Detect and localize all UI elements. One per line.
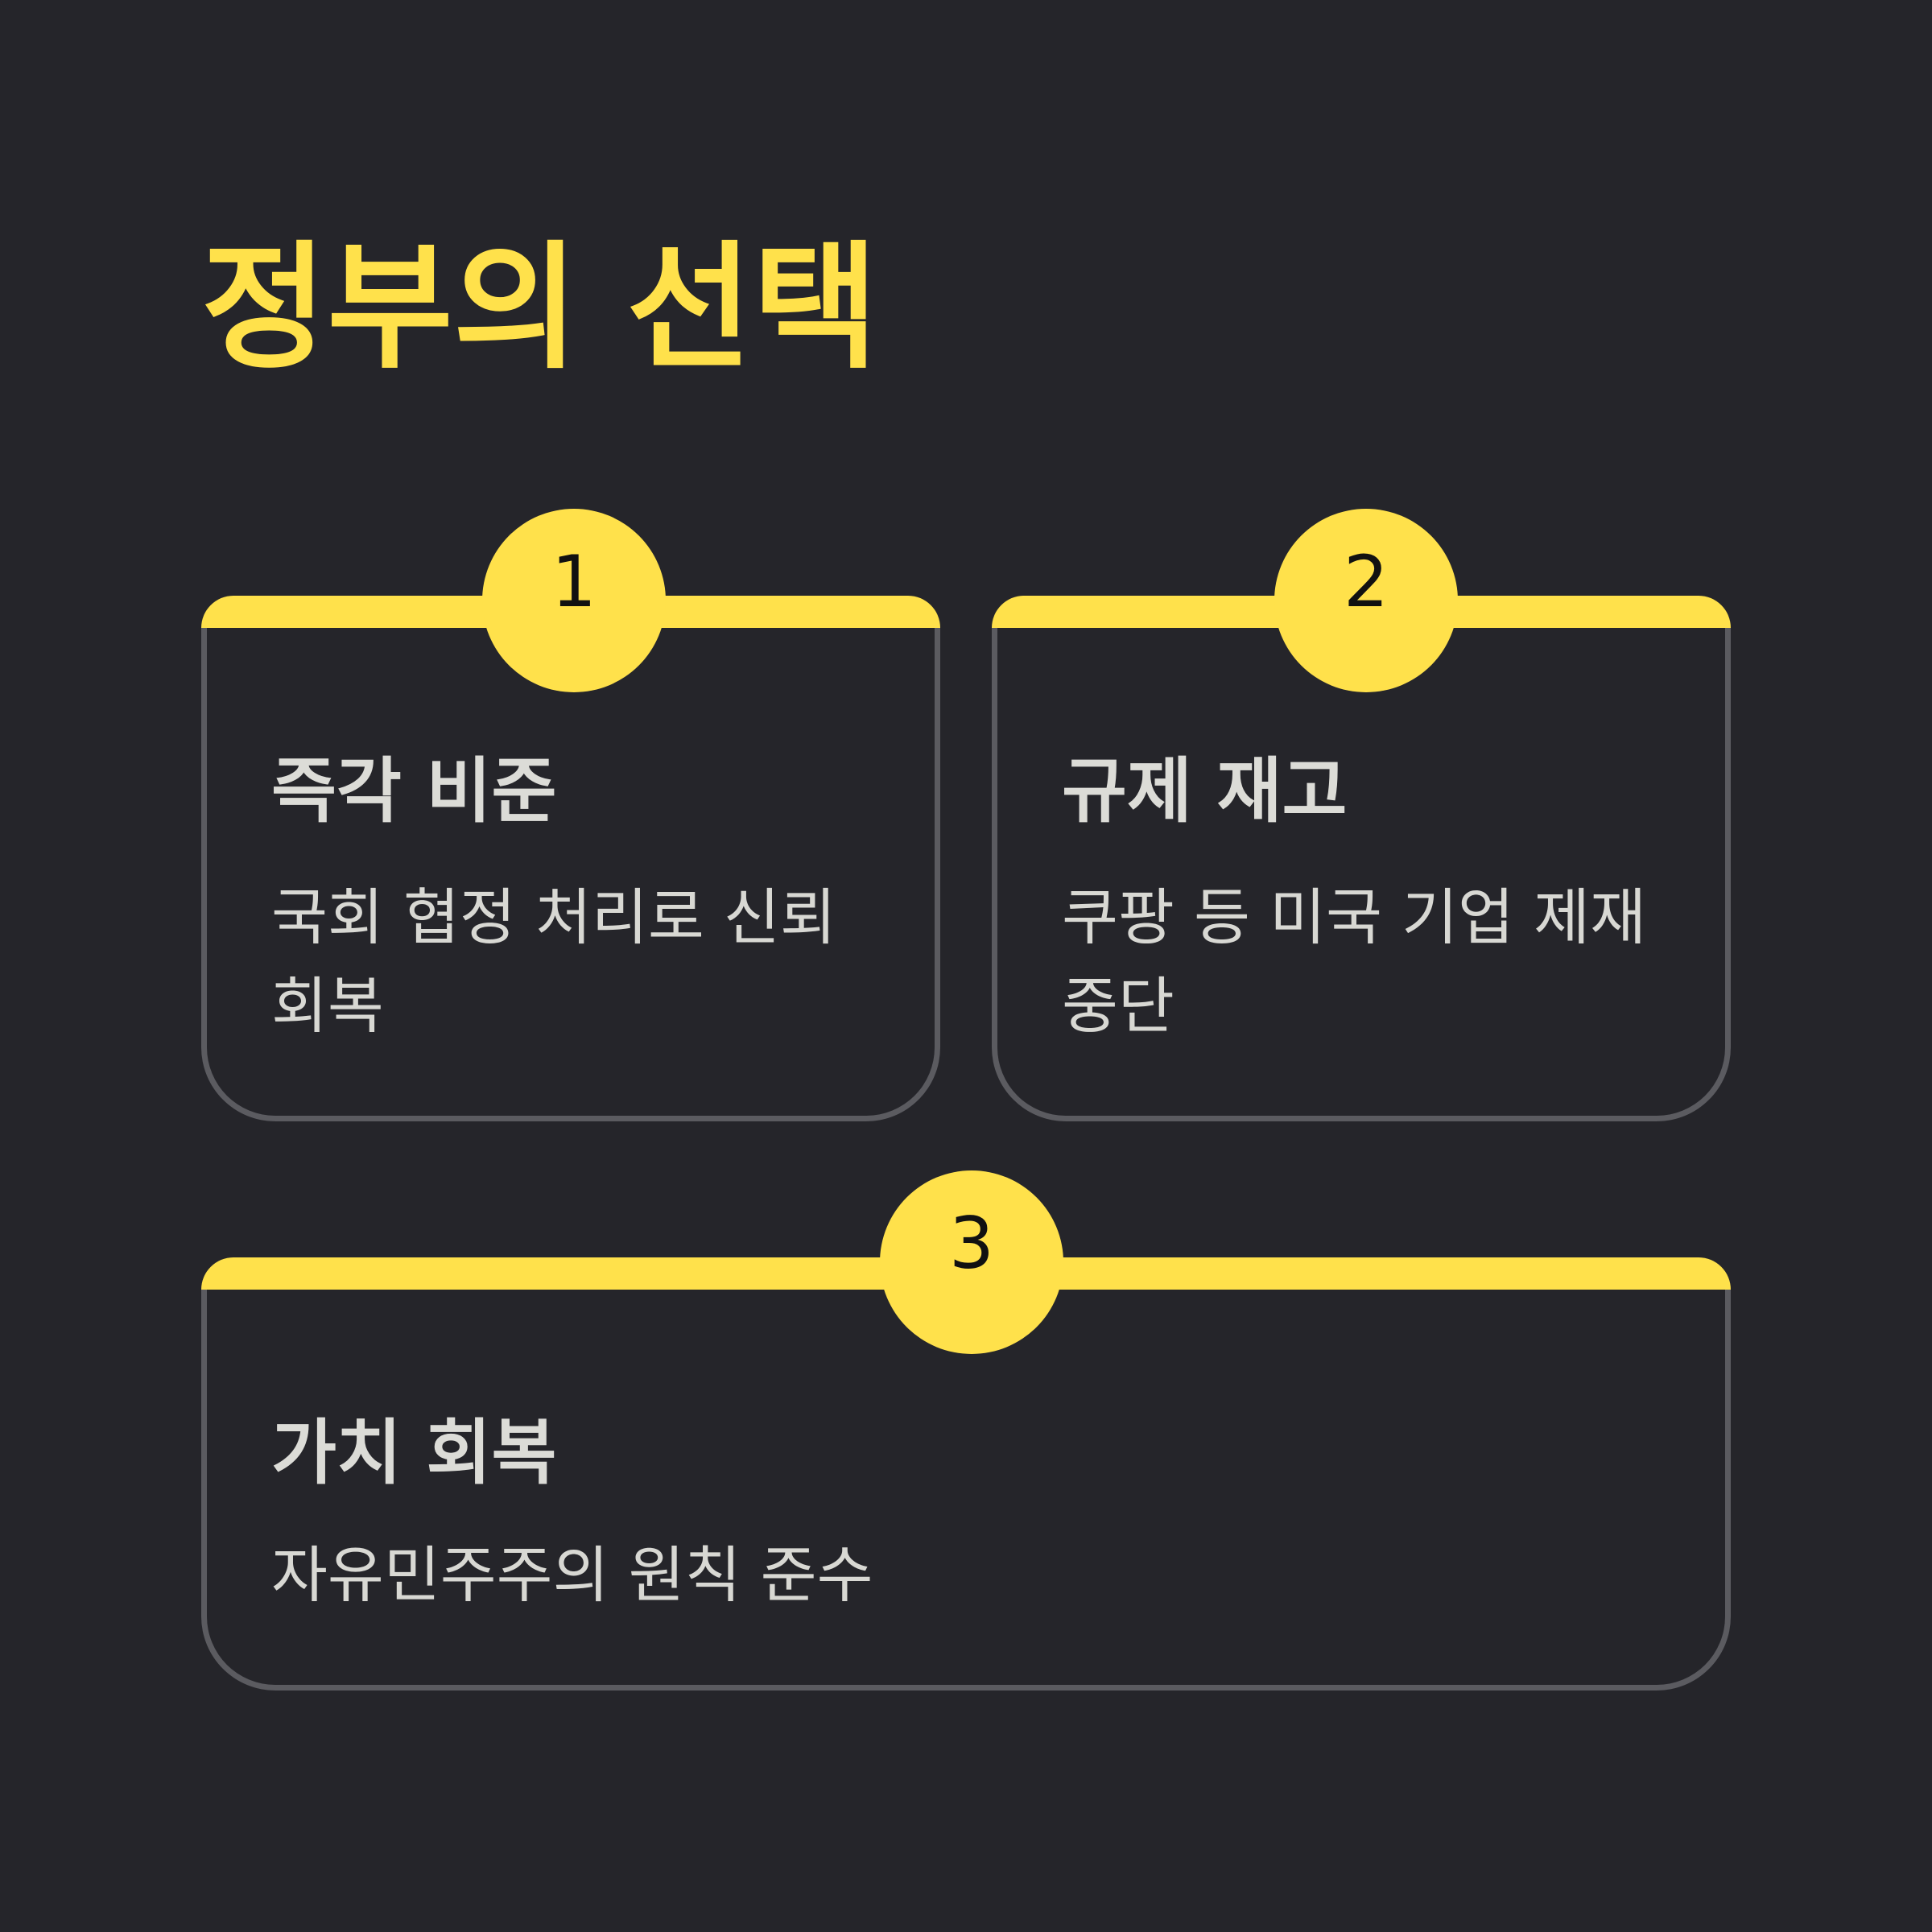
badge-number: 3: [949, 1201, 994, 1285]
badge-number: 2: [1344, 539, 1389, 623]
page-title: 정부의 선택: [201, 229, 879, 388]
card-heading: 즉각 비준: [271, 749, 557, 832]
number-badge: 1: [482, 509, 666, 692]
number-badge: 3: [880, 1170, 1063, 1354]
card-body: 국회 협정 처리로 신뢰 회복: [271, 881, 836, 1042]
card-body: 자유민주주의 원칙 준수: [271, 1539, 873, 1611]
choice-card-2: 2 규제 재고 쿠팡 등 미국 기업 제재 중단: [992, 509, 1731, 1121]
badge-number: 1: [551, 539, 597, 623]
choice-card-3: 3 가치 회복 자유민주주의 원칙 준수: [201, 1170, 1731, 1690]
number-badge: 2: [1274, 509, 1458, 692]
choice-card-1: 1 즉각 비준 국회 협정 처리로 신뢰 회복: [201, 509, 940, 1121]
card-heading: 규제 재고: [1062, 749, 1348, 832]
card-heading: 가치 회복: [271, 1411, 557, 1494]
card-body: 쿠팡 등 미국 기업 제재 중단: [1062, 881, 1646, 1042]
